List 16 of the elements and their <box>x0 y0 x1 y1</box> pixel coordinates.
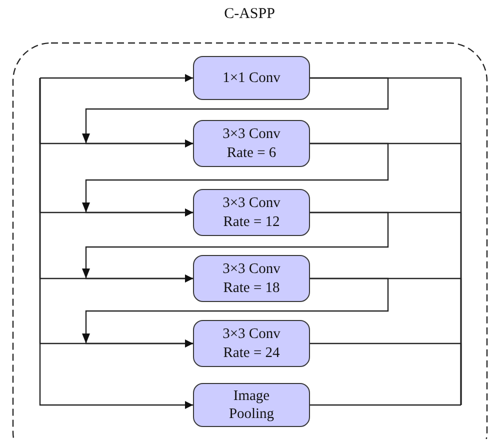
process-box: Image Pooling <box>193 383 310 427</box>
arrow <box>82 77 389 148</box>
process-box: 1×1 Conv <box>193 56 310 100</box>
arrow <box>39 78 193 409</box>
arrow <box>82 278 389 348</box>
diagram-title: C-ASPP <box>223 6 276 23</box>
arrow <box>82 142 389 216</box>
process-box: 3×3 Conv Rate = 6 <box>193 120 310 167</box>
connector-line <box>310 342 462 405</box>
process-box: 3×3 Conv Rate = 24 <box>193 320 310 367</box>
process-box: 3×3 Conv Rate = 18 <box>193 255 310 302</box>
arrow <box>39 74 193 82</box>
connector-line <box>310 404 462 406</box>
process-box: 3×3 Conv Rate = 12 <box>193 189 310 236</box>
arrow <box>82 212 389 282</box>
dashed-module-border <box>12 42 488 439</box>
